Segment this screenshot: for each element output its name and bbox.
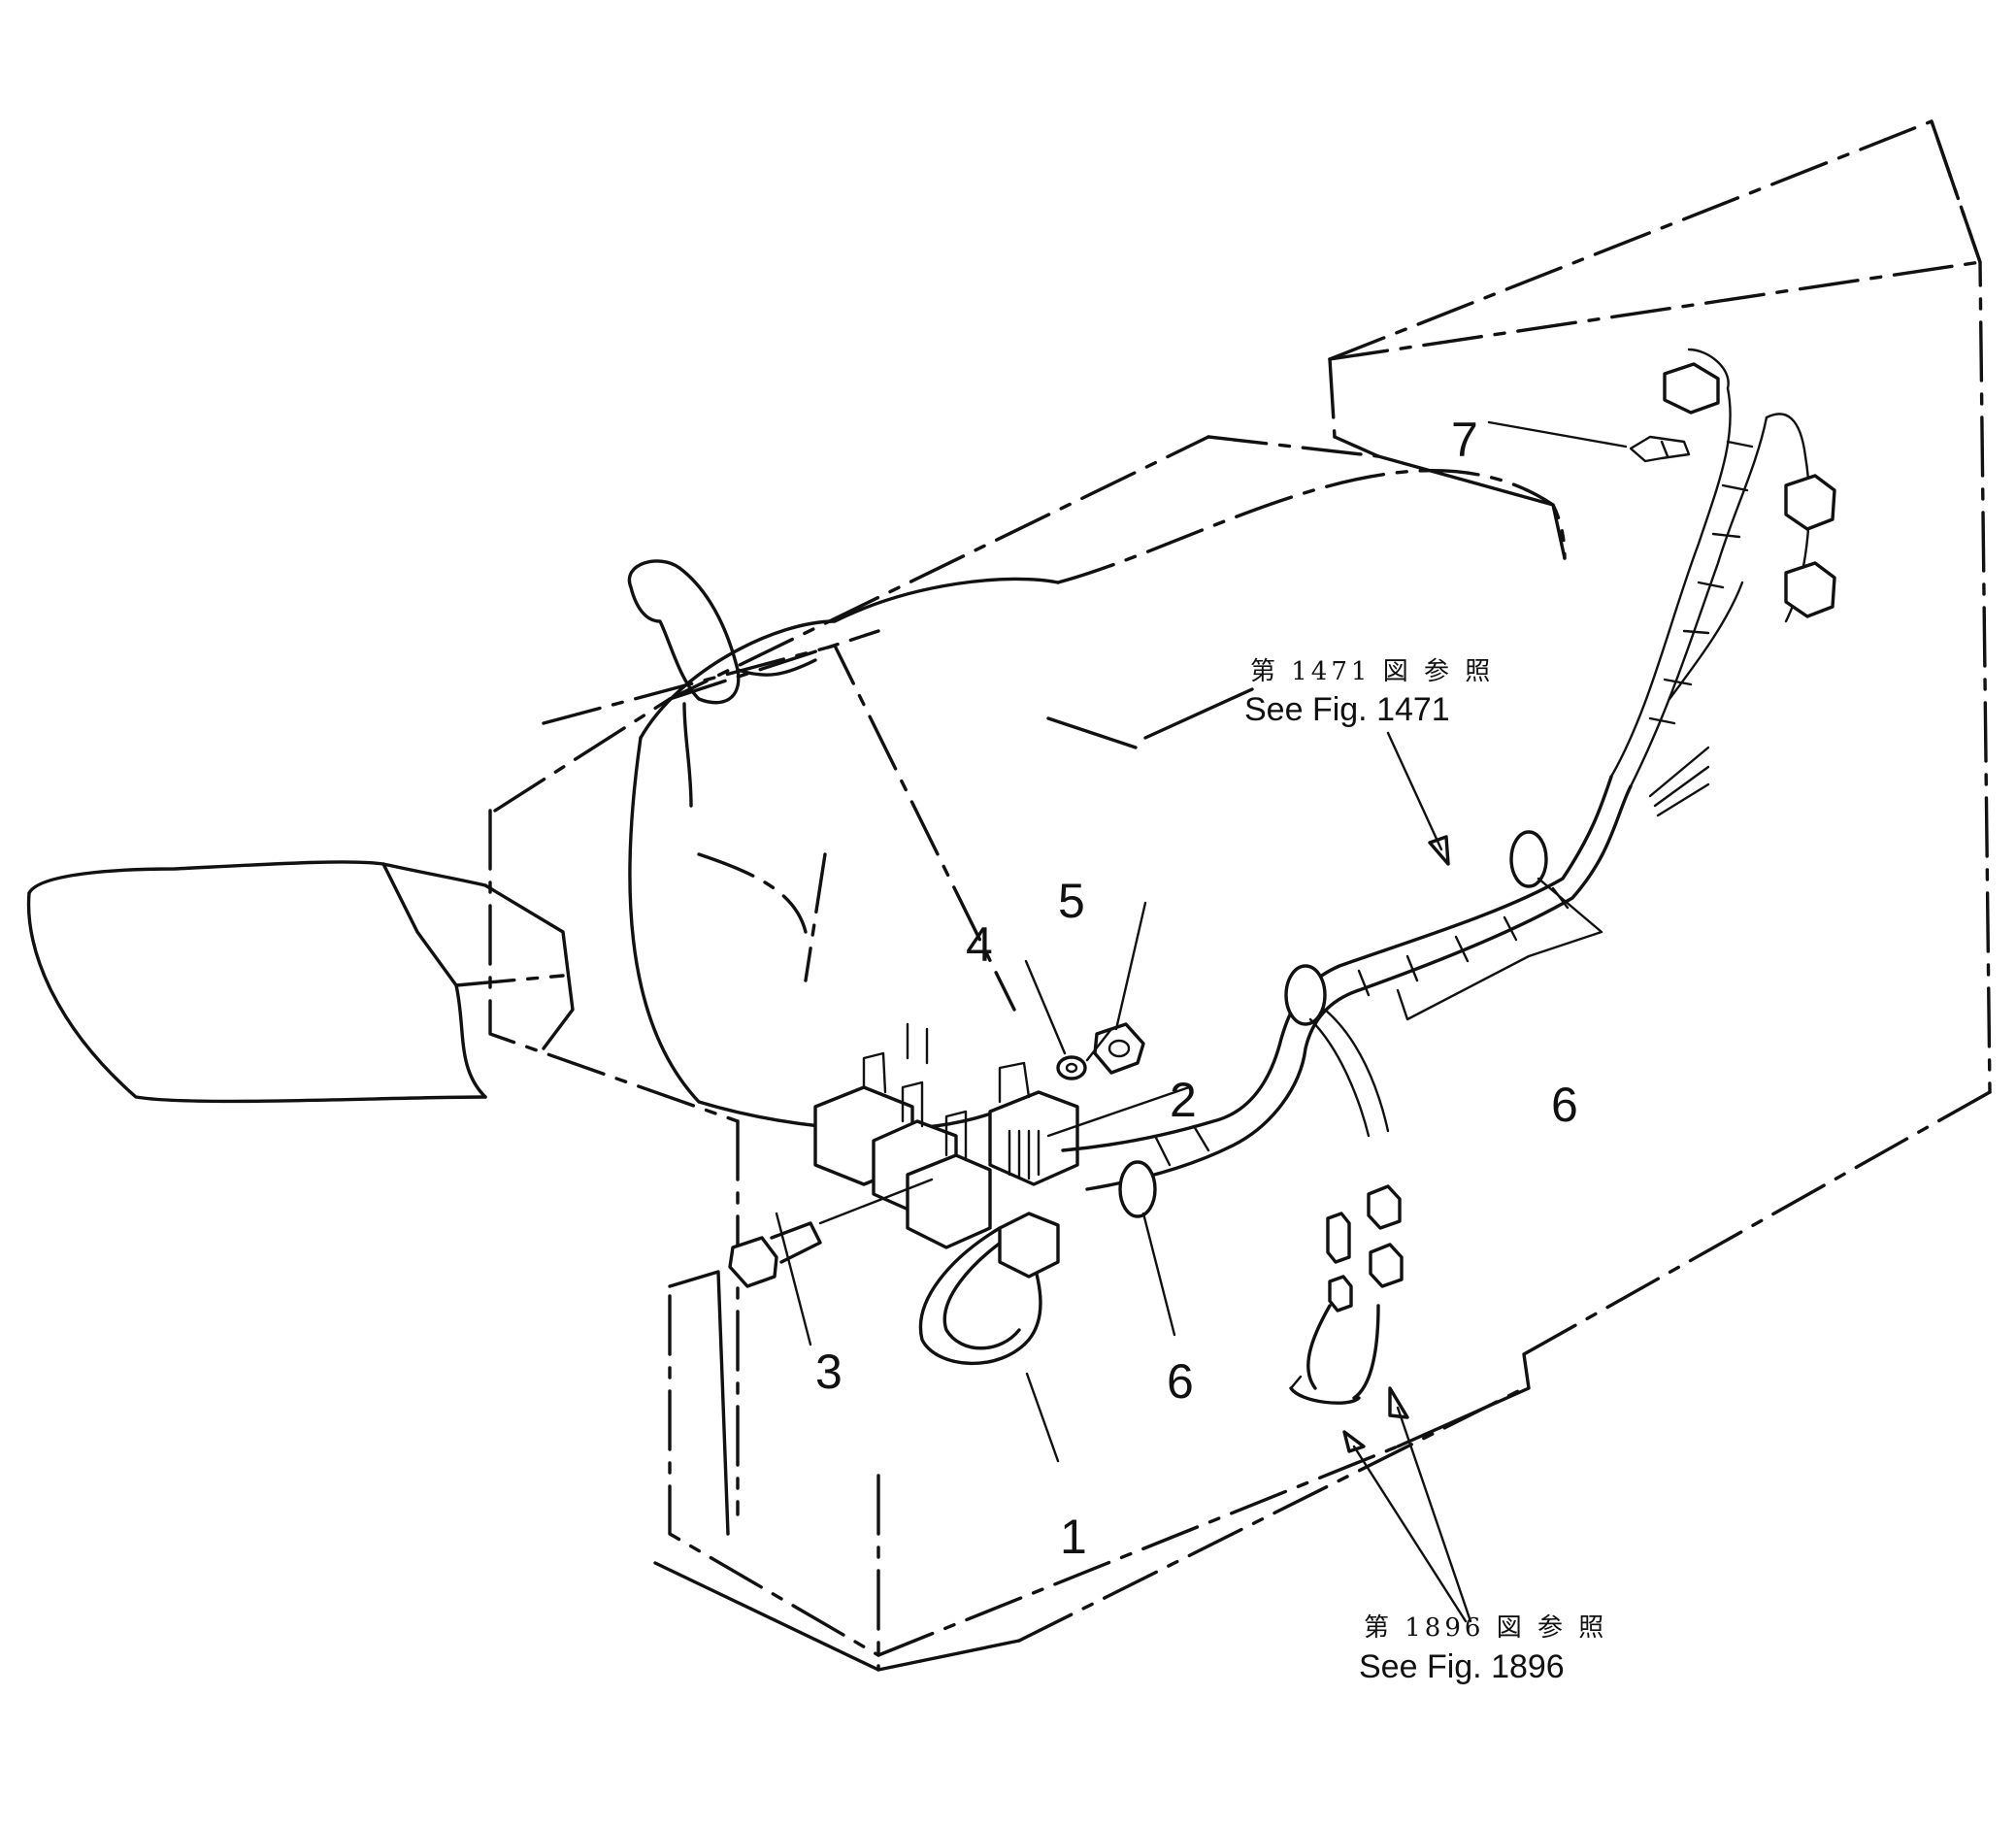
console-body bbox=[488, 435, 1567, 1672]
ref-1896-en: See Fig. 1896 bbox=[1359, 1648, 1565, 1685]
callout-6-lower: 6 bbox=[1167, 1354, 1194, 1409]
ref-1471-jp: 第 1471 図 参 照 bbox=[1250, 657, 1494, 686]
callout-5: 5 bbox=[1058, 874, 1085, 928]
relay-3 bbox=[906, 1110, 992, 1249]
reference-arrows bbox=[1342, 731, 1472, 1623]
callout-3: 3 bbox=[815, 1345, 843, 1399]
reference-fig-1896: 第 1896 図 参 照 See Fig. 1896 bbox=[1359, 1613, 1607, 1685]
callout-7: 7 bbox=[1451, 413, 1478, 467]
branch-connectors bbox=[1326, 1184, 1404, 1313]
bolt bbox=[728, 1178, 934, 1288]
callout-4: 4 bbox=[966, 917, 993, 972]
control-lever bbox=[627, 559, 817, 808]
cab-housing-outline bbox=[1328, 119, 1992, 1448]
wiring-harness bbox=[918, 348, 1811, 1405]
seat-cushion bbox=[628, 469, 1567, 1132]
nut bbox=[1093, 1022, 1145, 1075]
callout-1: 1 bbox=[1060, 1510, 1087, 1564]
leader-lines bbox=[775, 420, 1628, 1463]
callout-2: 2 bbox=[1170, 1073, 1197, 1127]
callout-6-upper: 6 bbox=[1551, 1078, 1578, 1132]
clip bbox=[1629, 435, 1691, 463]
relay-group bbox=[813, 1022, 1079, 1249]
reference-fig-1471: 第 1471 図 参 照 See Fig. 1471 bbox=[1244, 657, 1494, 728]
upper-connectors bbox=[1648, 362, 1836, 817]
washer bbox=[1056, 1055, 1087, 1080]
relay-4 bbox=[988, 1061, 1079, 1186]
ref-1471-en: See Fig. 1471 bbox=[1244, 691, 1450, 728]
ref-1896-jp: 第 1896 図 参 照 bbox=[1364, 1613, 1607, 1643]
callout-labels: 1 2 3 4 5 6 6 7 bbox=[815, 413, 1578, 1564]
armrest bbox=[26, 860, 575, 1104]
